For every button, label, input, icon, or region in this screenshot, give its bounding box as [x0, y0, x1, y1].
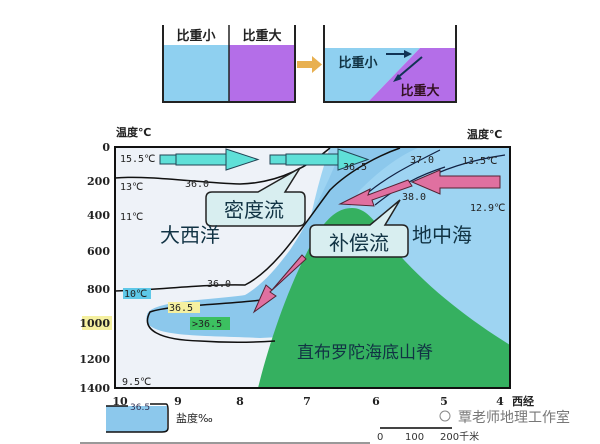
y-axis-title-left: 温度℃ [116, 125, 151, 139]
atlantic-label: 大西洋 [160, 223, 220, 247]
salinity-36-0-top: 36.0 [185, 179, 209, 190]
temp-11: 11℃ [120, 212, 143, 223]
beaker-after: 比重小 比重大 [323, 25, 457, 103]
label-low-density: 比重小 [176, 28, 215, 44]
x-tick: 6 [372, 395, 380, 408]
scale-tick: 0 [377, 432, 383, 443]
salinity-36-5-deep: 36.5 [169, 303, 193, 314]
x-axis-unit: 西经 [512, 394, 534, 408]
x-tick: 8 [236, 395, 244, 408]
outflow-tongue [146, 147, 421, 338]
temp-13: 13℃ [120, 182, 143, 193]
density-current-label: 密度流 [224, 198, 284, 222]
x-tick: 10 [112, 395, 128, 408]
temp-12-9: 12.9℃ [470, 203, 505, 214]
temp-13-5: 13.5℃ [462, 156, 497, 167]
mediterranean-label: 地中海 [412, 223, 472, 247]
compensation-current-callout: 补偿流 [309, 199, 409, 258]
salinity-36-0-deep: 36.0 [207, 279, 231, 290]
salinity-36-5-top: 36.5 [343, 162, 367, 173]
salinity-gt-36-5: >36.5 [192, 319, 222, 330]
temp-15-5: 15.5℃ [120, 154, 155, 165]
legend-value: 36.5 [130, 403, 150, 413]
x-tick: 7 [303, 395, 311, 408]
y-tick: 800 [87, 283, 110, 296]
density-current-callout: 密度流 [205, 167, 306, 227]
transition-arrow-icon [297, 56, 322, 73]
x-tick: 5 [440, 395, 448, 408]
y-tick: 1200 [79, 353, 110, 366]
x-axis: 10 9 8 7 6 5 4 西经 [112, 394, 534, 408]
ridge-label: 直布罗陀海底山脊 [297, 343, 433, 363]
y-axis: 0 200 400 600 800 1000 1200 1400 [79, 141, 112, 395]
watermark: 覃老师地理工作室 [439, 409, 570, 426]
label-high-density-after: 比重大 [400, 83, 439, 99]
y-axis-title-right: 温度℃ [467, 127, 502, 141]
label-low-density-after: 比重小 [338, 55, 377, 71]
salinity-37-0: 37.0 [410, 155, 434, 166]
watermark-text: 覃老师地理工作室 [458, 409, 570, 426]
temp-10: 10℃ [124, 289, 147, 300]
legend-label: 盐度‰ [176, 411, 213, 425]
y-tick: 0 [102, 141, 110, 154]
beaker-before: 比重小 比重大 [162, 25, 296, 103]
y-tick: 1400 [79, 382, 110, 395]
y-tick: 400 [87, 209, 110, 222]
x-tick: 9 [174, 395, 182, 408]
x-tick: 4 [496, 395, 504, 408]
salinity-38-0: 38.0 [402, 192, 426, 203]
compensation-current-label: 补偿流 [329, 231, 389, 255]
compensation-current-arrow-icon [252, 169, 501, 314]
salinity-legend: 36.5 盐度‰ [106, 403, 213, 433]
scale-bar: 0 100 200千米 [377, 427, 479, 443]
y-tick: 600 [87, 245, 110, 258]
scale-tick: 100 [405, 432, 424, 443]
temp-9-5: 9.5℃ [122, 377, 151, 388]
y-tick: 200 [87, 175, 110, 188]
y-tick: 1000 [79, 317, 110, 330]
plot-frame [114, 146, 511, 389]
label-high-density: 比重大 [242, 28, 281, 44]
density-current-arrow-icon [159, 148, 370, 171]
scale-tick: 200千米 [440, 430, 479, 443]
